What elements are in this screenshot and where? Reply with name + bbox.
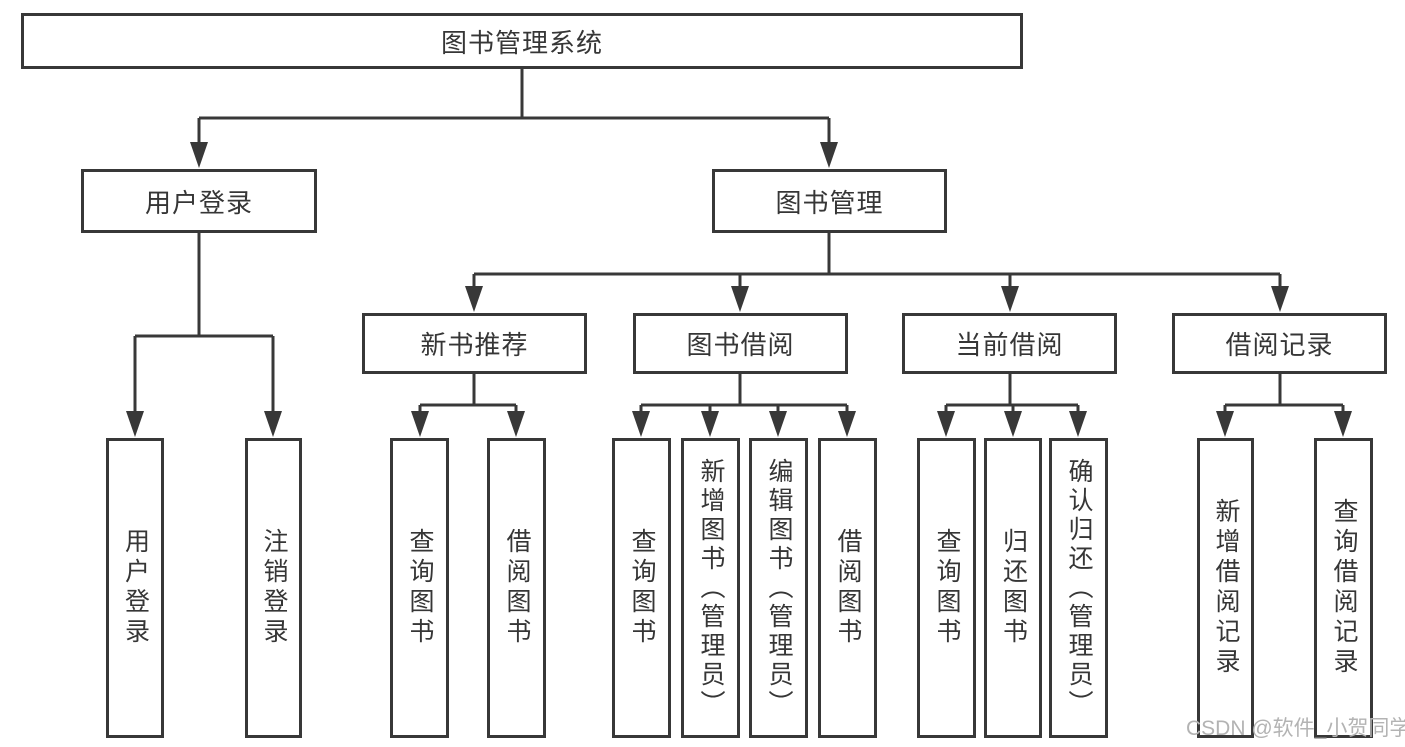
arrowhead-icon [937,411,955,437]
node-current-borrowing: 当前借阅 [902,313,1117,374]
arrowhead-icon [1216,411,1234,437]
arrowhead-icon [632,411,650,437]
arrowhead-icon [1001,286,1019,312]
arrowhead-icon [820,142,838,168]
node-leaf-search-borrow-record: 查询借阅记录 [1314,438,1373,738]
arrowhead-icon [465,286,483,312]
arrowhead-icon [126,411,144,437]
node-leaf-confirm-return-admin-label: 确认归还（管理员） [1065,457,1093,719]
node-leaf-search-books-manage-label: 查询图书 [628,528,656,648]
node-borrowing-records-label: 借阅记录 [1225,330,1334,360]
node-current-borrowing-label: 当前借阅 [955,330,1064,360]
node-book-management: 图书管理 [712,169,947,233]
node-leaf-add-books-admin: 新增图书（管理员） [681,438,740,738]
node-new-book-recommend: 新书推荐 [362,313,587,374]
node-leaf-borrow-books-manage-label: 借阅图书 [834,528,862,648]
node-leaf-user-login: 用户登录 [106,438,164,738]
node-leaf-search-borrow-record-label: 查询借阅记录 [1330,498,1358,678]
node-user-login: 用户登录 [81,169,317,233]
node-leaf-search-books-current: 查询图书 [917,438,976,738]
node-leaf-borrow-books-recommend: 借阅图书 [487,438,546,738]
arrowhead-icon [1004,411,1022,437]
node-leaf-search-books-recommend: 查询图书 [390,438,449,738]
watermark: CSDN @软件_小贺同学 [1186,717,1405,740]
arrowhead-icon [838,411,856,437]
node-leaf-edit-books-admin-label: 编辑图书（管理员） [765,457,793,719]
arrowhead-icon [190,142,208,168]
node-leaf-edit-books-admin: 编辑图书（管理员） [749,438,808,738]
arrowhead-icon [1069,411,1087,437]
arrowhead-icon [1334,411,1352,437]
arrowhead-icon [1271,286,1289,312]
node-leaf-return-books-label: 归还图书 [999,528,1028,648]
node-leaf-search-books-current-label: 查询图书 [933,528,961,648]
node-leaf-return-books: 归还图书 [984,438,1042,738]
node-leaf-user-login-label: 用户登录 [121,528,150,648]
node-leaf-borrow-books-manage: 借阅图书 [818,438,877,738]
arrowhead-icon [701,411,719,437]
node-user-login-label: 用户登录 [144,187,253,218]
node-leaf-confirm-return-admin: 确认归还（管理员） [1049,438,1108,738]
node-leaf-logout-label: 注销登录 [260,528,288,648]
arrowhead-icon [731,286,749,312]
node-leaf-borrow-books-recommend-label: 借阅图书 [503,528,531,648]
node-book-management-label: 图书管理 [775,187,884,218]
node-leaf-add-books-admin-label: 新增图书（管理员） [697,457,725,719]
node-book-borrowing: 图书借阅 [633,313,848,374]
arrowhead-icon [264,411,282,437]
node-root: 图书管理系统 [21,13,1023,69]
node-leaf-search-books-recommend-label: 查询图书 [406,528,434,648]
node-book-borrowing-label: 图书借阅 [686,330,795,360]
arrowhead-icon [411,411,429,437]
arrowhead-icon [507,411,525,437]
node-root-label: 图书管理系统 [440,27,603,58]
node-leaf-logout: 注销登录 [245,438,302,738]
node-leaf-add-borrow-record: 新增借阅记录 [1197,438,1254,738]
arrowhead-icon [769,411,787,437]
node-new-book-recommend-label: 新书推荐 [420,330,529,360]
node-leaf-add-borrow-record-label: 新增借阅记录 [1212,498,1240,678]
node-leaf-search-books-manage: 查询图书 [612,438,671,738]
node-borrowing-records: 借阅记录 [1172,313,1387,374]
